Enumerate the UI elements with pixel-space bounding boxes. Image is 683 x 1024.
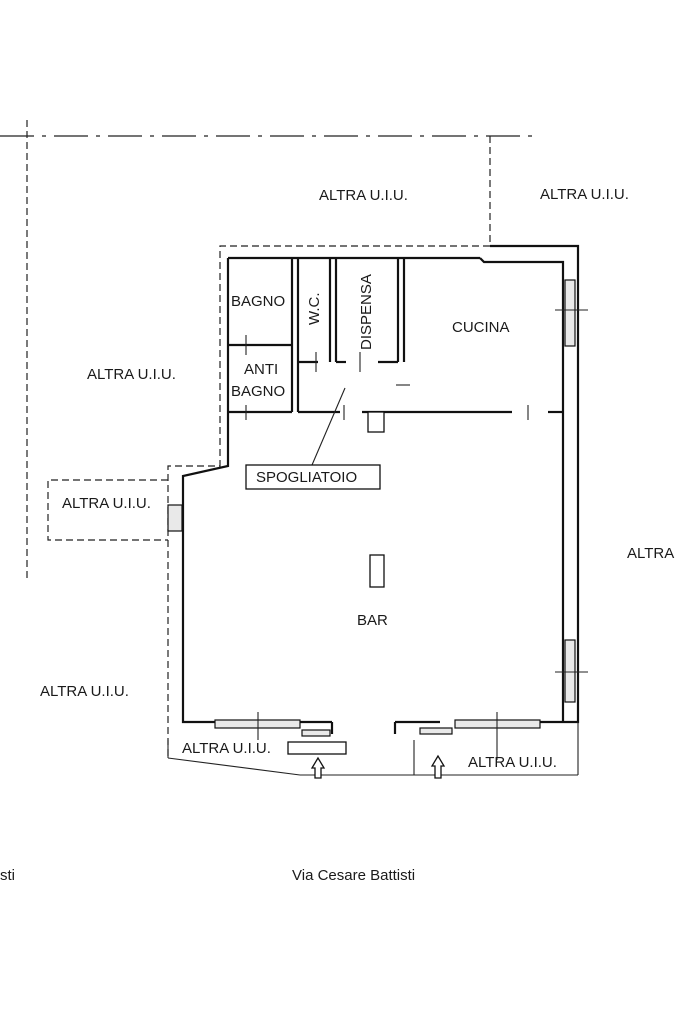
interior-partitions	[228, 258, 563, 433]
room-label-dispensa: DISPENSA	[358, 274, 375, 350]
neighbour-label-top-center: ALTRA U.I.U.	[319, 187, 408, 204]
room-label-wc: W.C.	[306, 293, 323, 326]
windows	[167, 279, 588, 760]
property-boundary	[0, 120, 532, 580]
room-label-spogliatoio: SPOGLIATOIO	[256, 469, 357, 486]
neighbour-label-right-edge: ALTRA	[627, 545, 674, 562]
annex-outline	[167, 245, 490, 758]
neighbour-label-bottom-right: ALTRA U.I.U.	[468, 754, 557, 771]
entrance-left-arrow-icon	[310, 756, 326, 779]
spogliatoio-leader	[311, 387, 346, 466]
counter-block	[287, 741, 347, 755]
neighbour-label-left-upper: ALTRA U.I.U.	[87, 366, 176, 383]
room-label-cucina: CUCINA	[452, 319, 510, 336]
room-label-bagno: BAGNO	[231, 293, 285, 310]
spogliatoio-box	[245, 464, 381, 490]
neighbour-label-bottom-left: ALTRA U.I.U.	[182, 740, 271, 757]
room-label-anti-bagno: BAGNO	[231, 383, 285, 400]
room-label-anti: ANTI	[244, 361, 278, 378]
neighbour-label-left-box: ALTRA U.I.U.	[62, 495, 151, 512]
outer-walls	[181, 244, 580, 734]
street-label-fragment: sti	[0, 867, 15, 884]
room-label-bar: BAR	[357, 612, 388, 629]
neighbour-label-top-right: ALTRA U.I.U.	[540, 186, 629, 203]
column	[369, 554, 385, 588]
entrance-right-arrow-icon	[430, 754, 446, 779]
neighbour-label-left-lower: ALTRA U.I.U.	[40, 683, 129, 700]
left-neighbour-box	[47, 479, 168, 541]
street-label: Via Cesare Battisti	[292, 867, 415, 884]
